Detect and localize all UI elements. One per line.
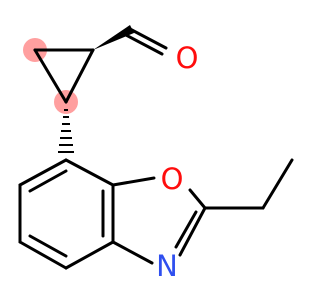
oxazole-bond-carbon-nitrogen: [178, 206, 207, 257]
benzene-bond-4: [64, 240, 115, 270]
benzene-inner-line-2: [28, 234, 68, 258]
oxazole-bond-ring-oxygen: [111, 176, 156, 187]
aldehyde-bond: [128, 27, 168, 50]
benzene-bond-1: [18, 158, 68, 187]
cyclopropane-bond-right: [64, 48, 95, 104]
structure-canvas: O O N: [18, 25, 294, 283]
benzene-inner-line-1: [28, 169, 68, 193]
oxazole-bond-nitrogen-benzene: [111, 240, 154, 265]
oxazole-inner-double-bond: [174, 210, 198, 249]
benzene-bond-3: [18, 240, 68, 270]
ring-nitrogen-label: N: [156, 249, 178, 283]
oxazole-bond-oxygen-carbon: [188, 188, 207, 210]
cyclopropane-bond-left: [33, 48, 68, 104]
molecule-diagram: O O N: [18, 25, 294, 283]
benzene-bond-6: [64, 158, 115, 187]
aldehyde-oxygen-label: O: [176, 41, 199, 75]
wedge-bond-aldehyde: [93, 25, 134, 50]
hashed-wedge-benzene: [58, 109, 74, 153]
aldehyde-double-bond: [124, 33, 164, 56]
bond-group: [18, 27, 294, 270]
ring-oxygen-label: O: [161, 162, 184, 196]
ethyl-bond-2: [261, 158, 294, 210]
